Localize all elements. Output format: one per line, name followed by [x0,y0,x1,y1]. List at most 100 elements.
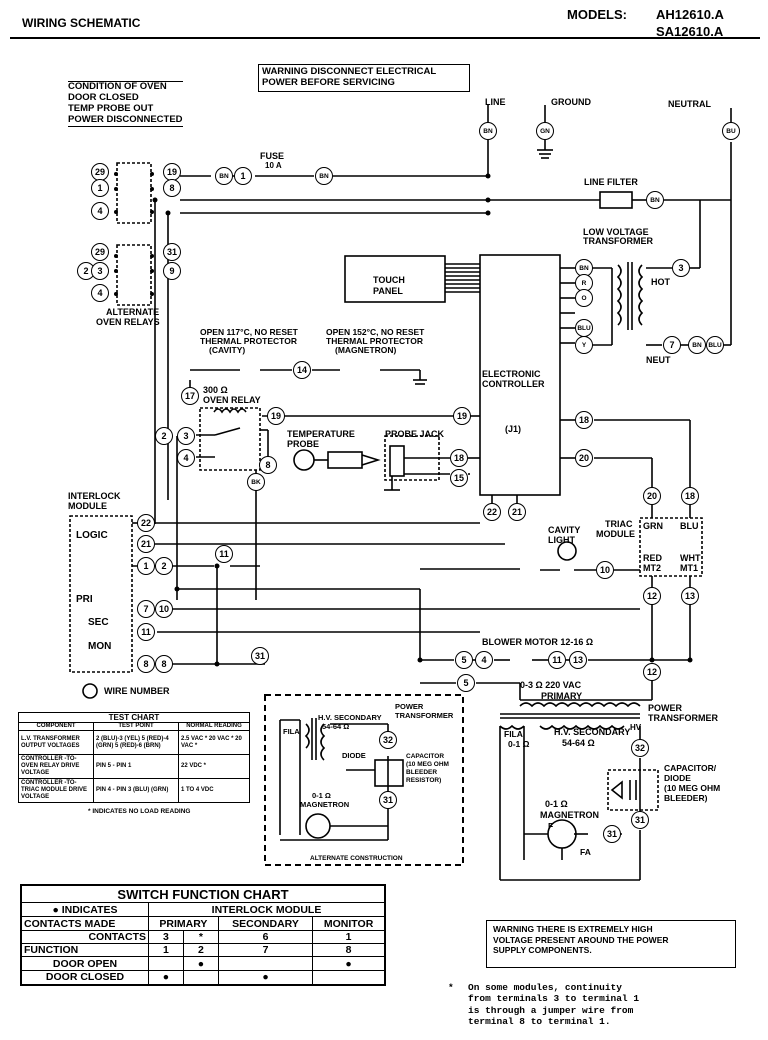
oven-condition-box: CONDITION OF OVEN DOOR CLOSED TEMP PROBE… [68,81,183,127]
ground-terminal-label: GROUND [551,97,591,107]
wire-number: 4 [177,449,195,467]
warning-top-line-2: POWER BEFORE SERVICING [262,77,395,89]
alt-cap-label-1: CAPACITOR [406,753,445,760]
condition-line-3: TEMP PROBE OUT [68,102,154,114]
switch-cell [217,956,314,971]
switch-module-header: INTERLOCK MODULE [148,902,386,917]
condition-line-1: CONDITION OF OVEN [68,81,183,93]
wire-number: 22 [483,503,501,521]
wire-number: 8 [137,655,155,673]
wire-label-bn: BN [688,336,706,354]
wire-number: 18 [575,411,593,429]
switch-contacts-label: CONTACTS [20,930,150,944]
touch-panel-label-1: TOUCH [373,275,405,285]
switch-door-closed-label: DOOR CLOSED [20,970,150,985]
wire-number: 13 [569,651,587,669]
table-cell: 1 TO 4 VDC [178,778,250,804]
interlock-label-1: INTERLOCK [68,491,121,501]
wire-number: 14 [293,361,311,379]
wire-label-bu: BU [722,122,740,140]
jumper-footnote: * On some modules, continuity from termi… [448,982,639,1028]
warning-high-voltage-box: WARNING THERE IS EXTREMELY HIGH VOLTAGE … [486,920,736,968]
test-chart-header-point: TEST POINT [93,722,179,732]
switch-cell [312,970,386,985]
table-cell: CONTROLLER -TO- OVEN RELAY DRIVE VOLTAGE [18,754,94,780]
power-transformer-label-1: POWER [648,703,683,713]
switch-function-chart: SWITCH FUNCTION CHART ● INDICATES INTERL… [20,884,386,986]
cap-diode-label-4: BLEEDER) [664,793,708,803]
probe-jack-label: PROBE JACK [385,429,445,439]
wire-number: 31 [251,647,269,665]
mon-label: MON [88,641,112,652]
primary-label-2: PRIMARY [541,691,583,701]
fila-resistance-label: 0-1 Ω [508,739,530,749]
warning-bottom-line-3: SUPPLY COMPONENTS. [493,945,592,956]
wire-number: 13 [681,587,699,605]
controller-label-2: CONTROLLER [482,379,545,389]
wire-number: 3 [91,262,109,280]
fa-label: FA [580,847,591,857]
wire-label-bk: BK [247,473,265,491]
lv-transformer-label-2: TRANSFORMER [583,236,653,246]
table-cell: PIN 4 - PIN 3 (BLU) (GRN) [93,778,179,804]
test-chart-footnote: * INDICATES NO LOAD READING [88,808,191,816]
wire-number: 21 [137,535,155,553]
wire-number: 32 [631,739,649,757]
condition-line-4: POWER DISCONNECTED [68,113,183,127]
page-title: WIRING SCHEMATIC [22,16,141,30]
switch-col-secondary: SECONDARY [217,916,314,931]
model-1: AH12610.A [656,7,724,22]
switch-cell [182,970,219,985]
models-label: MODELS: [567,7,627,22]
line-terminal-label: LINE [485,97,506,107]
wire-number: 1 [91,179,109,197]
primary-label-1: 0-3 Ω 220 VAC [520,680,582,690]
footnote-star: * [448,982,454,993]
wire-number: 1 [137,557,155,575]
wire-number: 21 [508,503,526,521]
switch-contact-cell: 6 [217,930,314,944]
footnote-line-2: from terminals 3 to terminal 1 [468,993,640,1005]
table-cell: 2.5 VAC * 20 VAC * 20 VAC * [178,730,250,756]
wire-number: 31 [379,791,397,809]
wire-label-bn: BN [646,191,664,209]
wire-number: 29 [91,243,109,261]
blower-motor-label: BLOWER MOTOR 12-16 Ω [482,637,594,647]
wire-number: 11 [215,545,233,563]
alt-cap-label-3: BLEEDER [406,769,438,776]
wire-number-legend: WIRE NUMBER [104,686,170,696]
temp-probe-label-1: TEMPERATURE [287,429,355,439]
triac-wht-label: WHT [680,553,701,563]
touch-panel-label-2: PANEL [373,286,403,296]
cavity-light-label-2: LIGHT [548,535,575,545]
switch-cell-made: ● [312,956,386,971]
wire-number: 2 [155,427,173,445]
wire-number: 18 [681,487,699,505]
table-cell: L.V. TRANSFORMER OUTPUT VOLTAGES [18,730,94,756]
cavity-protector-label-3: (CAVITY) [209,345,246,355]
alt-mag-label-2: MAGNETRON [300,800,350,809]
condition-line-2: DOOR CLOSED [68,91,139,103]
hv-label: HV [630,723,642,732]
logic-label: LOGIC [76,530,108,541]
wire-number: 4 [91,202,109,220]
cap-diode-label-1: CAPACITOR/ [664,763,717,773]
wire-label-r: R [575,274,593,292]
wire-number: 4 [475,651,493,669]
warning-bottom-line-2: VOLTAGE PRESENT AROUND THE POWER [493,934,669,945]
cavity-light-label-1: CAVITY [548,525,581,535]
footnote-line-1: On some modules, continuity [468,982,622,993]
controller-j1-label: (J1) [505,424,522,434]
magnetron-resistance-label: 0-1 Ω [545,799,568,809]
table-row: L.V. TRANSFORMER OUTPUT VOLTAGES 2 (BLU)… [18,730,250,756]
triac-label-1: TRIAC [605,519,633,529]
switch-chart-title: SWITCH FUNCTION CHART [20,884,386,903]
switch-cell-made: ● [182,956,219,971]
table-row: CONTROLLER -TO- TRIAC MODULE DRIVE VOLTA… [18,778,250,804]
wire-number: 2 [155,557,173,575]
wire-label-blu: BLU [706,336,724,354]
alt-construction-label: ALTERNATE CONSTRUCTION [310,855,403,862]
wire-number: 3 [672,259,690,277]
switch-cell-made: ● [148,970,184,985]
